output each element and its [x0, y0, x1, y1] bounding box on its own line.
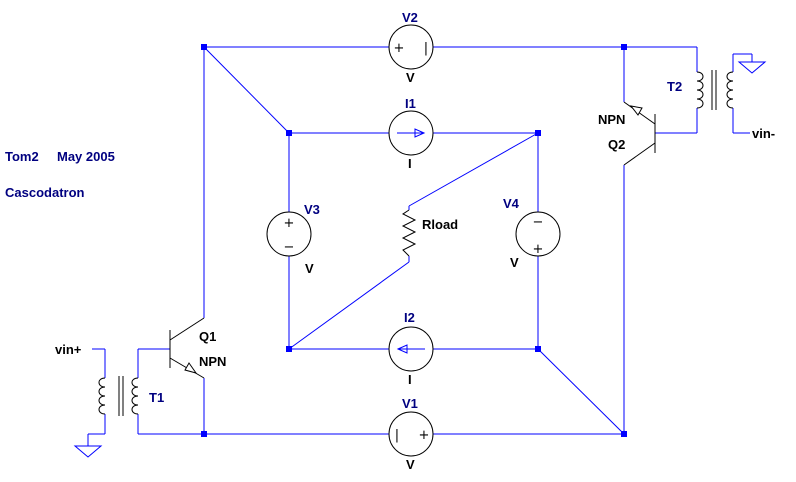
i1-value-label: I: [408, 156, 412, 171]
voltage-source-v1[interactable]: | + V1 V: [388, 396, 434, 472]
resistor-rload[interactable]: Rload: [401, 209, 458, 257]
current-source-i1[interactable]: I1 I: [388, 96, 434, 171]
wire-diag-top-left: [203, 46, 290, 134]
net-label-vin-minus: vin-: [752, 126, 775, 141]
v4-value-label: V: [510, 255, 519, 270]
q1-model-label: NPN: [199, 354, 226, 369]
v3-plus-sign: +: [284, 216, 295, 231]
t2-ref-label: T2: [667, 79, 682, 94]
i2-ref-label: I2: [404, 310, 415, 325]
junction-node: [201, 44, 207, 50]
junction-node: [201, 431, 207, 437]
arrow-left-head-icon: [396, 344, 408, 354]
wire-rload-bot: [288, 261, 410, 350]
q1-collector-lead: [169, 317, 205, 341]
junction-node: [286, 130, 292, 136]
transformer-t2[interactable]: T2: [667, 70, 734, 110]
v1-value-label: V: [406, 457, 415, 472]
wire-rload-top: [408, 132, 539, 207]
t1-ref-label: T1: [149, 390, 164, 405]
t1-secondary-coil-icon: [131, 377, 139, 415]
i2-value-label: I: [408, 372, 412, 387]
note-title: Cascodatron: [5, 185, 85, 200]
transistor-q1[interactable]: Q1 NPN: [169, 317, 226, 379]
v1-bar-sign: |: [395, 428, 399, 443]
junction-node: [535, 346, 541, 352]
rload-ref-label: Rload: [422, 217, 458, 232]
v2-plus-sign: +: [394, 41, 405, 56]
source-circle: [388, 24, 434, 70]
voltage-source-v4[interactable]: − + V4 V: [503, 196, 561, 270]
junction-node: [621, 431, 627, 437]
ground-icon: [737, 61, 767, 74]
note-author: Tom2: [5, 149, 39, 164]
transformer-t1[interactable]: T1: [98, 376, 164, 416]
net-label-vin-plus: vin+: [55, 342, 82, 357]
v3-minus-sign: −: [284, 240, 295, 255]
q2-emitter-lead: [623, 142, 656, 166]
resistor-zigzag-icon: [401, 209, 417, 257]
voltage-source-v3[interactable]: + − V3 V: [266, 202, 320, 276]
v4-plus-sign: +: [533, 242, 544, 257]
junction-node: [621, 44, 627, 50]
source-circle: [388, 110, 434, 156]
v2-ref-label: V2: [402, 10, 418, 25]
wire-diag-bottom-right: [537, 348, 625, 435]
note-date: May 2005: [57, 149, 115, 164]
q2-emitter-arrow-icon: [629, 105, 643, 116]
source-circle: [388, 326, 434, 372]
q2-model-label: NPN: [598, 112, 625, 127]
v4-ref-label: V4: [503, 196, 520, 211]
v2-value-label: V: [406, 70, 415, 85]
current-source-i2[interactable]: I2 I: [388, 310, 434, 387]
v1-plus-sign: +: [419, 428, 430, 443]
q1-ref-label: Q1: [199, 329, 216, 344]
v3-ref-label: V3: [304, 202, 320, 217]
v2-bar-sign: |: [424, 41, 428, 56]
arrow-right-head-icon: [414, 128, 426, 138]
i1-ref-label: I1: [405, 96, 416, 111]
t2-primary-coil-icon: [696, 71, 704, 109]
transistor-q2[interactable]: NPN Q2: [598, 101, 656, 166]
v3-value-label: V: [305, 261, 314, 276]
voltage-source-v2[interactable]: + | V2 V: [388, 10, 434, 85]
source-circle: [515, 211, 561, 257]
source-circle: [266, 211, 312, 257]
q1-emitter-arrow-icon: [184, 362, 198, 374]
wires: [87, 46, 753, 446]
junctions: [201, 44, 627, 437]
t2-secondary-coil-icon: [726, 71, 734, 109]
source-circle: [388, 411, 434, 457]
junction-node: [286, 346, 292, 352]
t1-primary-coil-icon: [98, 377, 106, 415]
v1-ref-label: V1: [402, 396, 418, 411]
junction-node: [535, 130, 541, 136]
ground-icon: [73, 445, 103, 458]
v4-minus-sign: −: [533, 215, 544, 230]
q2-ref-label: Q2: [608, 137, 625, 152]
